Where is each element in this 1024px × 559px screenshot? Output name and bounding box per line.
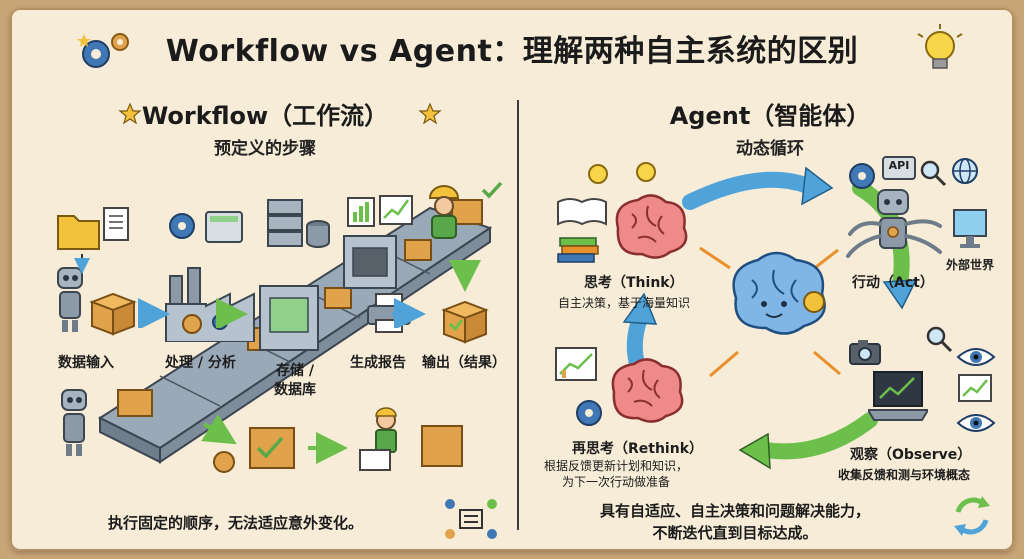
trend-chart-icon	[958, 374, 992, 402]
camera-icon	[848, 338, 882, 366]
magnifier-icon	[924, 324, 954, 354]
lightbulb-icon	[910, 22, 970, 80]
gear-icon	[572, 396, 606, 430]
monitor-icon	[952, 208, 988, 250]
laptop-chart-icon	[868, 368, 928, 424]
magnifier-icon	[918, 158, 948, 188]
chart-board-icon	[554, 346, 598, 382]
step-label-storage: 存储 / 数据库	[274, 362, 316, 400]
package-box-icon	[88, 290, 138, 336]
observe-label: 观察（Observe）	[850, 447, 972, 463]
rethink-description-line2: 为下一次行动做准备	[562, 475, 671, 489]
agent-footer: 具有自适应、自主决策和问题解决能力， 不断迭代直到目标达成。	[600, 500, 870, 544]
package-box-icon	[440, 298, 490, 344]
brain-center-icon	[722, 246, 832, 346]
worker-icon	[420, 182, 470, 242]
think-label: 思考（Think）	[584, 275, 684, 291]
workflow-footer: 执行固定的顺序，无法适应意外变化。	[108, 514, 364, 532]
gear-icon	[74, 28, 134, 78]
agent-cycle-arrows	[570, 158, 950, 498]
api-badge: API	[882, 156, 916, 180]
rethink-description-line1: 根据反馈更新计划和知识，	[544, 459, 689, 473]
external-world-label: 外部世界	[946, 258, 995, 272]
think-description: 自主决策，基于海量知识	[558, 296, 691, 310]
step-label-report: 生成报告	[350, 355, 406, 371]
step-label-storage-line2: 数据库	[274, 382, 316, 398]
lightbulb-icon	[584, 160, 664, 196]
rethink-label: 再思考（Rethink）	[572, 441, 704, 457]
rethink-description: 根据反馈更新计划和知识， 为下一次行动做准备	[544, 458, 688, 490]
act-label: 行动（Act）	[852, 275, 934, 291]
book-stack-icon	[554, 194, 610, 264]
page-title: Workflow vs Agent：理解两种自主系统的区别	[165, 34, 859, 69]
flow-arrows	[70, 248, 510, 328]
agent-footer-line1: 具有自适应、自主决策和问题解决能力，	[600, 502, 871, 520]
step-label-input: 数据输入	[58, 355, 114, 371]
folder-icon	[54, 204, 134, 254]
eye-icon	[956, 344, 996, 370]
robot-arms-icon	[840, 186, 950, 272]
brain-think-icon	[608, 192, 688, 262]
bar-chart-icon	[346, 192, 416, 232]
globe-icon	[950, 156, 980, 186]
observe-description: 收集反馈和测与环境概态	[838, 468, 971, 482]
recycle-loop-icon	[948, 492, 996, 540]
sequence-flow-icon	[442, 496, 500, 542]
workflow-subheading: 预定义的步骤	[214, 139, 316, 159]
step-label-storage-line1: 存储 /	[276, 363, 314, 379]
checkmark-icon	[480, 178, 504, 202]
gear-icon	[844, 158, 880, 194]
agent-heading: Agent（智能体）	[669, 102, 871, 130]
section-divider	[517, 100, 519, 530]
robot-icon	[54, 386, 94, 458]
step-label-process: 处理 / 分析	[165, 355, 236, 371]
step-label-output: 输出（结果）	[422, 355, 506, 371]
lower-flow-illustration	[200, 404, 480, 484]
agent-subheading: 动态循环	[736, 139, 804, 159]
star-icon	[418, 102, 442, 126]
eye-icon	[956, 410, 996, 436]
api-badge-label: API	[888, 159, 910, 172]
server-database-icon	[264, 196, 334, 256]
poster: Workflow vs Agent：理解两种自主系统的区别 Workflow（工…	[10, 8, 1014, 551]
brain-rethink-icon	[604, 356, 684, 428]
star-icon	[118, 102, 142, 126]
agent-footer-line2: 不断迭代直到目标达成。	[652, 524, 818, 542]
workflow-heading: Workflow（工作流）	[141, 102, 389, 130]
